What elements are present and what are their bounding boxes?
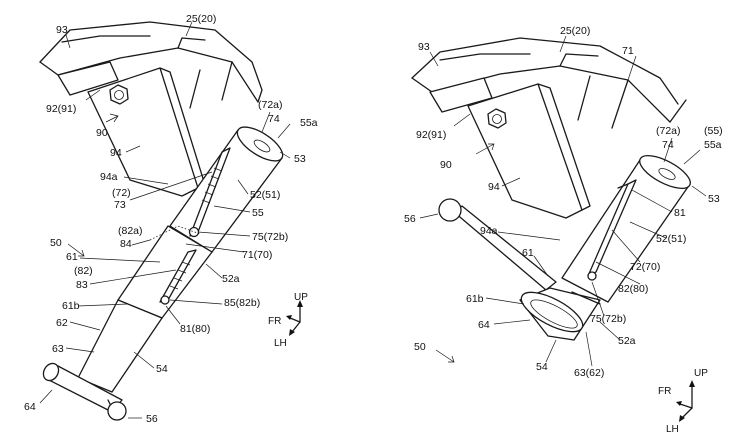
right-label-82: 82(80): [618, 283, 648, 295]
left-label-64: 64: [24, 401, 36, 413]
left-label-72: (72): [112, 187, 131, 199]
right-label-55: (55): [704, 125, 723, 137]
right-label-61: 61: [522, 247, 534, 259]
right-label-72: 72(70): [630, 261, 660, 273]
left-label-56: 56: [146, 413, 158, 425]
left-labels: 93 25(20) 92(91) 90 (72a) 74 55a 53 94 9…: [24, 13, 318, 425]
right-label-94a: 94a: [480, 225, 498, 237]
left-label-83: 83: [76, 279, 88, 291]
right-label-61b: 61b: [466, 293, 484, 305]
right-dir-fr: FR: [658, 386, 671, 397]
right-figure: [411, 37, 691, 341]
left-label-55: 55: [252, 207, 264, 219]
right-label-81: 81: [674, 207, 686, 219]
left-label-72a: (72a): [258, 99, 283, 111]
right-label-90: 90: [440, 159, 452, 171]
right-label-55a: 55a: [704, 139, 722, 151]
left-label-25: 25(20): [186, 13, 216, 25]
left-dir-up: UP: [294, 292, 308, 303]
right-label-92: 92(91): [416, 129, 446, 141]
left-label-75: 75(72b): [252, 231, 288, 243]
left-label-61: 61: [66, 251, 78, 263]
left-label-63: 63: [52, 343, 64, 355]
right-label-64: 64: [478, 319, 490, 331]
right-label-52a: 52a: [618, 335, 636, 347]
right-label-52: 52(51): [656, 233, 686, 245]
left-label-93: 93: [56, 24, 68, 36]
left-leaders: [39, 21, 291, 419]
right-label-74: 74: [662, 139, 674, 151]
left-label-52: 52(51): [250, 189, 280, 201]
right-label-50: 50: [414, 341, 426, 353]
left-label-94a: 94a: [100, 171, 118, 183]
left-label-62: 62: [56, 317, 68, 329]
left-direction-indicator: UP FR LH: [268, 292, 308, 349]
left-label-53: 53: [294, 153, 306, 165]
left-label-71: 71(70): [242, 249, 272, 261]
right-label-63: 63(62): [574, 367, 604, 379]
right-label-54: 54: [536, 361, 548, 373]
left-label-61b: 61b: [62, 300, 80, 312]
left-label-55a: 55a: [300, 117, 318, 129]
left-label-90: 90: [96, 127, 108, 139]
left-label-92: 92(91): [46, 103, 76, 115]
left-label-50: 50: [50, 237, 62, 249]
left-label-73: 73: [114, 199, 126, 211]
right-dir-lh: LH: [666, 424, 679, 435]
left-label-82a: (82a): [118, 225, 143, 237]
left-dir-lh: LH: [274, 338, 287, 349]
left-label-52a: 52a: [222, 273, 240, 285]
left-label-54: 54: [156, 363, 168, 375]
left-figure: [39, 21, 284, 421]
left-label-94: 94: [110, 147, 122, 159]
right-labels: 93 25(20) 71 92(91) (72a) (55) 74 55a 90…: [404, 25, 723, 379]
right-label-56: 56: [404, 213, 416, 225]
left-label-81: 81(80): [180, 323, 210, 335]
right-label-53: 53: [708, 193, 720, 205]
left-slot-hatching: [201, 167, 223, 204]
right-label-93: 93: [418, 41, 430, 53]
right-label-72a: (72a): [656, 125, 681, 137]
right-dir-up: UP: [694, 368, 708, 379]
left-label-82: (82): [74, 265, 93, 277]
right-label-25: 25(20): [560, 25, 590, 37]
right-direction-indicator: UP FR LH: [658, 368, 708, 435]
right-label-75: 75(72b): [590, 313, 626, 325]
right-label-94: 94: [488, 181, 500, 193]
right-leaders: [419, 35, 707, 367]
left-label-74: 74: [268, 113, 280, 125]
left-dir-fr: FR: [268, 316, 281, 327]
left-label-85: 85(82b): [224, 297, 260, 309]
left-label-84: 84: [120, 238, 132, 250]
left-lower-slot-hatching: [169, 261, 191, 290]
right-label-71: 71: [622, 45, 634, 57]
